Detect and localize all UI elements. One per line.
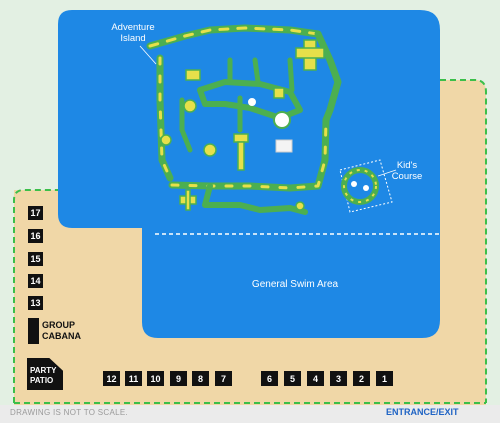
- cabana-3[interactable]: 3: [330, 371, 347, 386]
- entrance-exit-label: ENTRANCE/EXIT: [386, 407, 459, 417]
- party-patio[interactable]: PARTY PATIO: [27, 358, 63, 390]
- party-patio-label: PARTY PATIO: [30, 366, 57, 386]
- cabana-15[interactable]: 15: [28, 252, 43, 266]
- cabana-4[interactable]: 4: [307, 371, 324, 386]
- cabana-5[interactable]: 5: [284, 371, 301, 386]
- cabana-6[interactable]: 6: [261, 371, 278, 386]
- adventure-island-label-line2: Island: [120, 33, 146, 44]
- cabana-17[interactable]: 17: [28, 206, 43, 220]
- adventure-island-course: [146, 24, 342, 215]
- kids-course-label-line1: Kid's: [396, 160, 418, 171]
- cabana-8[interactable]: 8: [192, 371, 209, 386]
- party-patio-label-line1: PARTY: [30, 366, 57, 375]
- group-cabana-block: [28, 318, 39, 344]
- scale-disclaimer: DRAWING IS NOT TO SCALE.: [10, 408, 129, 417]
- cabana-10[interactable]: 10: [147, 371, 164, 386]
- group-cabana-label: GROUP CABANA: [42, 320, 81, 342]
- cabana-9[interactable]: 9: [170, 371, 187, 386]
- cabana-12[interactable]: 12: [103, 371, 120, 386]
- kids-course-label: Kid's Course: [384, 160, 430, 182]
- kids-course-label-line2: Course: [391, 171, 423, 182]
- lake-water: [58, 10, 440, 338]
- cabana-13[interactable]: 13: [28, 296, 43, 310]
- footer-bar: [0, 405, 500, 423]
- cabana-7[interactable]: 7: [215, 371, 232, 386]
- cabana-16[interactable]: 16: [28, 229, 43, 243]
- group-cabana[interactable]: GROUP CABANA: [28, 318, 88, 344]
- cabana-2[interactable]: 2: [353, 371, 370, 386]
- group-cabana-label-line1: GROUP: [42, 320, 76, 330]
- group-cabana-label-line2: CABANA: [42, 331, 81, 341]
- general-swim-area-label: General Swim Area: [251, 279, 339, 290]
- adventure-island-pointer: [139, 45, 157, 65]
- cabana-11[interactable]: 11: [125, 371, 142, 386]
- adventure-island-label-line1: Adventure: [111, 22, 155, 33]
- adventure-island-label: Adventure Island: [98, 22, 168, 44]
- party-patio-label-line2: PATIO: [30, 376, 54, 385]
- kids-course: [339, 159, 397, 213]
- cabana-14[interactable]: 14: [28, 274, 43, 288]
- cabana-1[interactable]: 1: [376, 371, 393, 386]
